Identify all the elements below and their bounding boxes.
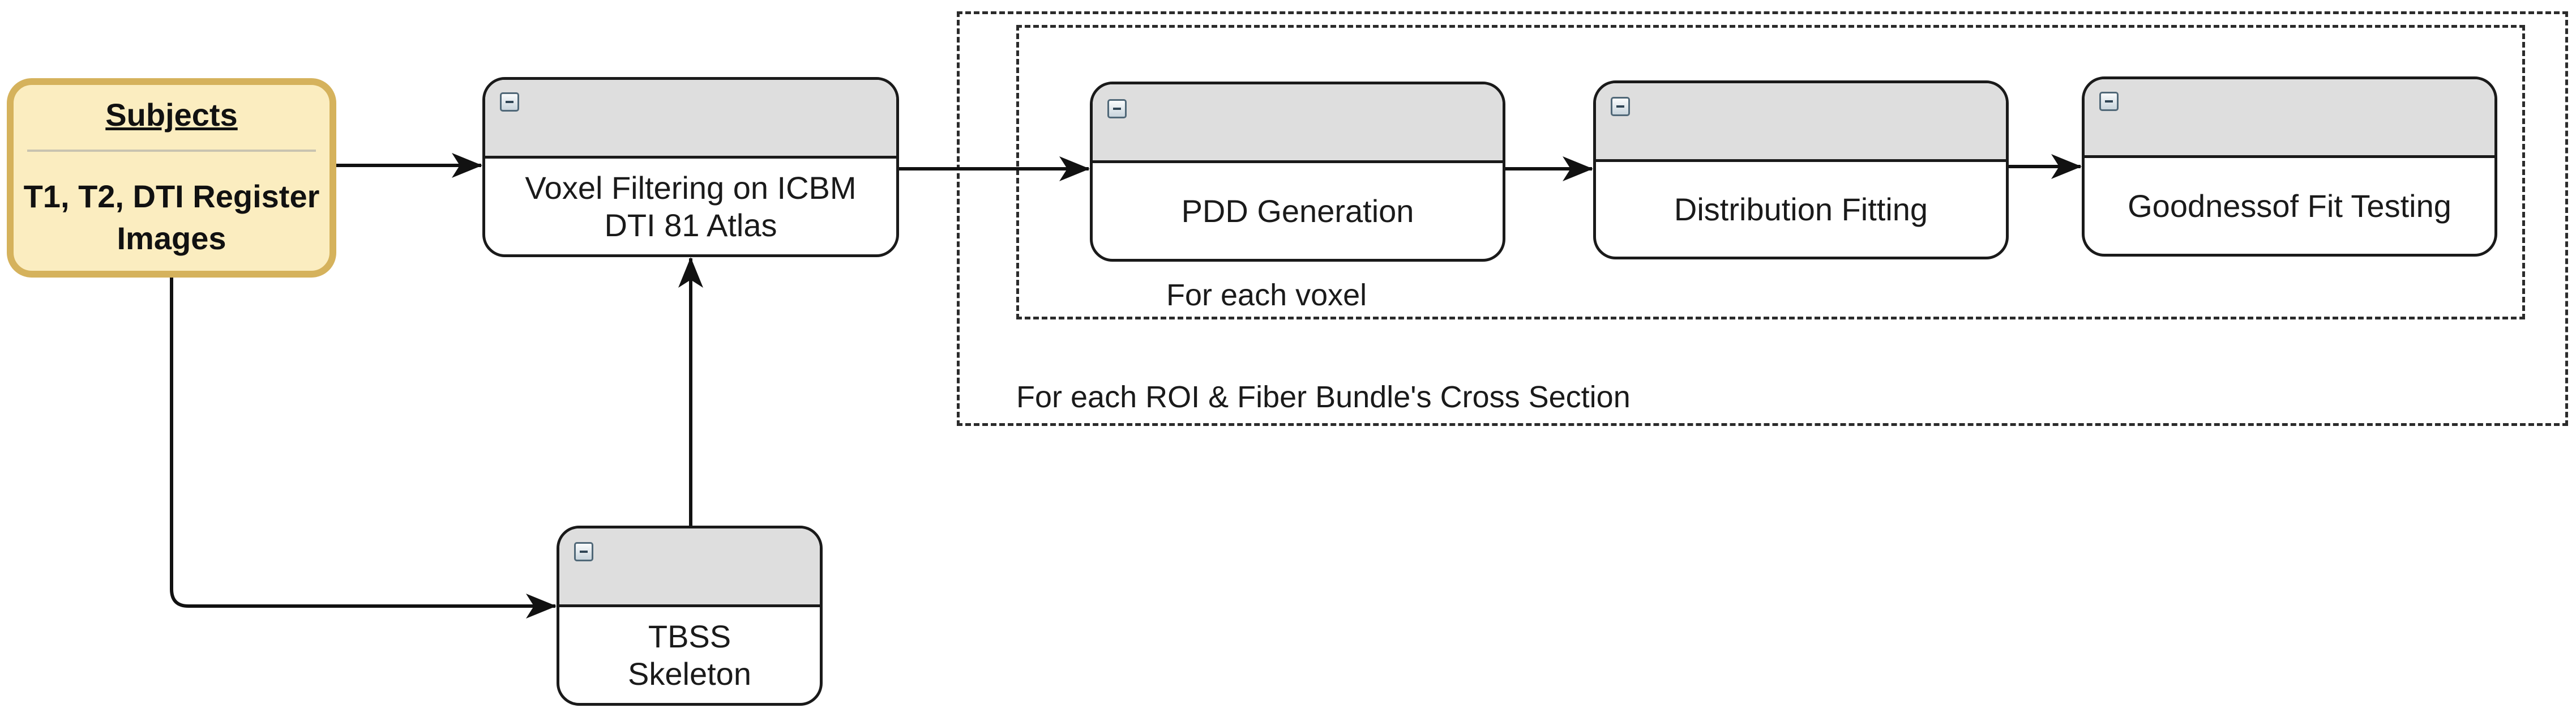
voxel-filter-line-2: DTI 81 Atlas bbox=[604, 207, 777, 243]
subjects-divider bbox=[27, 150, 316, 152]
tbss-line-2: Skeleton bbox=[628, 655, 751, 692]
tbss-line-1: TBSS bbox=[648, 618, 731, 654]
edge-subjects-to-tbss bbox=[170, 278, 557, 619]
voxel-filter-header bbox=[485, 80, 896, 159]
distribution-fitting-node[interactable]: Distribution Fitting bbox=[1593, 80, 2009, 259]
tbss-skeleton-label: TBSS Skeleton bbox=[559, 607, 820, 703]
minus-square-icon[interactable] bbox=[1611, 97, 1630, 116]
goodness-of-fit-node[interactable]: Goodnessof Fit Testing bbox=[2082, 76, 2497, 257]
distribution-fitting-header bbox=[1596, 83, 2006, 162]
roi-loop-label: For each ROI & Fiber Bundle's Cross Sect… bbox=[1016, 380, 1631, 414]
distribution-fitting-label: Distribution Fitting bbox=[1674, 191, 1928, 227]
tbss-skeleton-node[interactable]: TBSS Skeleton bbox=[557, 526, 823, 706]
minus-square-icon[interactable] bbox=[500, 92, 519, 112]
goodness-of-fit-header bbox=[2085, 79, 2494, 158]
tbss-skeleton-header bbox=[559, 528, 820, 607]
subjects-body: T1, T2, DTI Register Images bbox=[14, 176, 330, 259]
subjects-line-2: Images bbox=[117, 220, 226, 256]
voxel-filter-node[interactable]: Voxel Filtering on ICBM DTI 81 Atlas bbox=[482, 77, 899, 257]
minus-square-icon[interactable] bbox=[1107, 99, 1127, 118]
voxel-loop-label: For each voxel bbox=[1166, 278, 1367, 312]
voxel-filter-label: Voxel Filtering on ICBM DTI 81 Atlas bbox=[485, 159, 896, 254]
pdd-generation-label: PDD Generation bbox=[1181, 193, 1414, 229]
voxel-loop-container bbox=[1016, 25, 2525, 319]
voxel-filter-line-1: Voxel Filtering on ICBM bbox=[525, 169, 857, 206]
subjects-line-1: T1, T2, DTI Register bbox=[23, 178, 320, 214]
subjects-title: Subjects bbox=[105, 97, 238, 133]
roi-loop-container bbox=[957, 11, 2568, 426]
minus-square-icon[interactable] bbox=[574, 542, 593, 561]
goodness-of-fit-label: Goodnessof Fit Testing bbox=[2128, 187, 2451, 224]
pdd-generation-node[interactable]: PDD Generation bbox=[1090, 82, 1505, 262]
subjects-node[interactable]: Subjects T1, T2, DTI Register Images bbox=[7, 78, 336, 278]
pdd-generation-header bbox=[1093, 84, 1503, 163]
minus-square-icon[interactable] bbox=[2099, 92, 2119, 111]
